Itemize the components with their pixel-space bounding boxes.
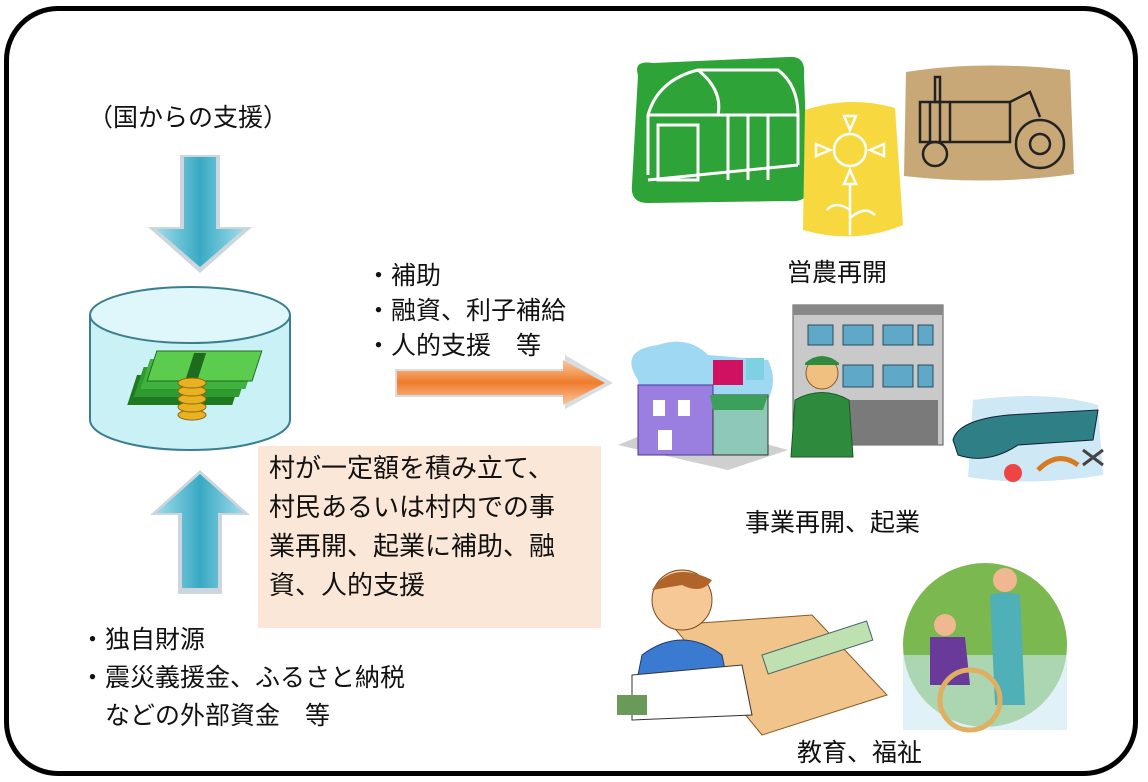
outcome-education-welfare-label: 教育、福祉 [797,738,923,767]
support-type-2: ・融資、利子補給 [366,296,567,325]
fund-note-line-4: 資、人的支援 [269,571,426,601]
funding-source-2: ・震災義援金、ふるさと納税 [80,663,406,692]
support-type-3: ・人的支援 等 [366,331,542,360]
outcome-business-label: 事業再開、起業 [745,508,921,537]
wheelchair-caregiver-icon [903,563,1067,733]
student-icon [617,569,888,736]
shop-icon [618,341,788,470]
outcome-farming-label: 営農再開 [787,258,888,287]
funding-source-3: などの外部資金 等 [80,701,331,730]
funding-source-1: ・独自財源 [80,625,206,654]
diagram-frame [4,6,1138,776]
fund-note-line-2: 村民あるいは村内での事 [269,493,556,523]
fund-note-line-1: 村が一定額を積み立て、 [269,454,554,484]
money-fund-icon [127,350,263,421]
source-label: （国からの支援） [88,103,289,132]
fund-note-line-3: 業再開、起業に補助、融 [269,532,556,562]
up-arrow-icon [150,470,250,594]
support-type-1: ・補助 [366,261,442,290]
sunflower-icon [803,101,903,237]
tractor-icon [904,65,1074,181]
fund-note-box: 村が一定額を積み立て、 村民あるいは村内での事 業再開、起業に補助、融 資、人的… [258,446,601,628]
worker-icon [790,356,854,458]
fabric-sewing-icon [952,396,1104,482]
greenhouse-icon [631,56,809,204]
down-arrow-icon [148,155,252,273]
right-arrow-icon [395,355,613,409]
